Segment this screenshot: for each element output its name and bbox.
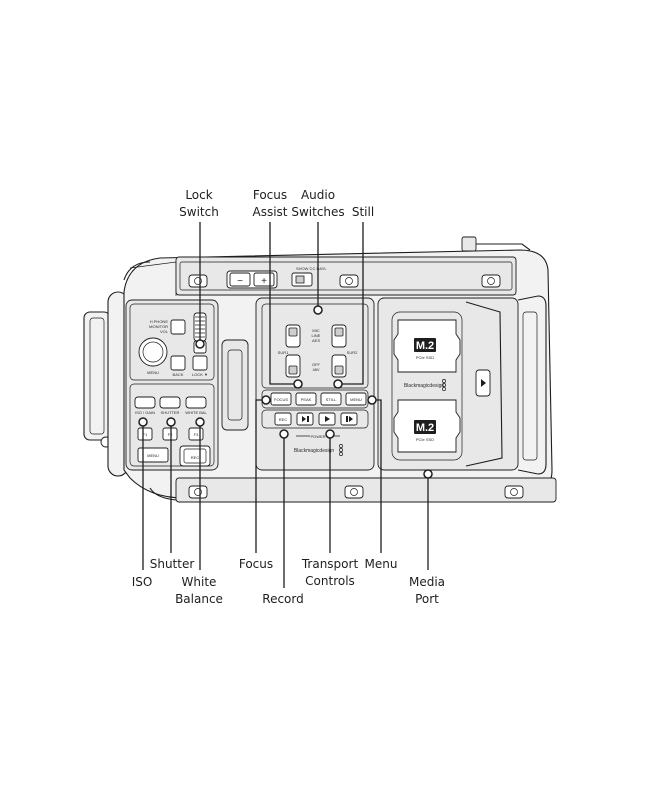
power-label: POWER: [310, 434, 325, 439]
callout-lock-switch-line1: Lock: [185, 188, 213, 202]
callout-focus-assist-line1: Focus: [252, 188, 288, 202]
still-btn-label: STILL: [326, 397, 337, 402]
callout-shutter: Shutter: [150, 556, 195, 573]
rec-btn-label: REC: [279, 417, 288, 422]
callout-leaders: [142, 222, 429, 588]
callout-record: Record: [262, 591, 303, 608]
callout-still-line1: Still: [351, 205, 375, 219]
callout-iso-line1: ISO: [131, 575, 153, 589]
callout-still: Still: [352, 204, 374, 221]
callout-media-port-line2: Port: [415, 592, 439, 606]
48v-label: 48V: [312, 367, 319, 372]
f1-label: F1: [143, 432, 148, 437]
callout-transport-controls: Transport Controls: [302, 556, 358, 590]
media-bay: M.2 PCIe SSD Blackmagicdesign M.2 PCIe S…: [377, 297, 519, 471]
callout-audio-switches: Audio Switches: [291, 187, 344, 221]
hphone-label-3: VOL: [160, 329, 169, 334]
left-control-panel: H PHONE MONITOR VOL MENU BACK LOCK ▼ ISO…: [125, 299, 219, 471]
menu-knob-label: MENU: [147, 370, 159, 375]
camera-body: − + SHOW CC DAYL H PHONE MONITOR: [83, 236, 557, 503]
callout-white-balance-line2: Balance: [175, 592, 223, 606]
lock-label: LOCK ▼: [192, 372, 208, 377]
callout-record-line1: Record: [262, 592, 304, 606]
rec-side-label: REC: [191, 455, 200, 460]
bottom-rail: [149, 477, 557, 503]
callout-focus-assist-line2: Assist: [252, 205, 288, 219]
mic-label: MIC: [312, 328, 319, 333]
pci-bottom-label: PCIe SSD: [416, 437, 434, 442]
callout-focus: Focus: [239, 556, 273, 573]
callout-menu-line1: Menu: [364, 557, 398, 571]
back-label: BACK: [173, 372, 184, 377]
brand-media: Blackmagicdesign: [404, 383, 445, 389]
callout-transport-controls-line2: Controls: [305, 574, 355, 588]
callout-iso: ISO: [132, 574, 153, 591]
callout-transport-controls-line1: Transport: [301, 557, 359, 571]
iso-gain-label: ISO / GAIN: [135, 410, 155, 415]
menu-btn-label: MENU: [350, 397, 362, 402]
menu-lower-label: MENU: [147, 453, 159, 458]
sur1-label: SUR1: [278, 350, 289, 355]
callout-white-balance-line1: White: [181, 575, 217, 589]
hphone-label-2: MONITOR: [149, 324, 168, 329]
white-bal-label: WHITE BAL: [185, 410, 207, 415]
callout-media-port-line1: Media: [408, 575, 446, 589]
line-label: LINE: [312, 333, 321, 338]
callout-focus-assist: Focus Assist: [252, 187, 287, 221]
callout-shutter-line1: Shutter: [149, 557, 195, 571]
plus-label: +: [261, 276, 267, 287]
callout-focus-line1: Focus: [238, 557, 274, 571]
pci-top-label: PCIe SSD: [416, 355, 434, 360]
m2-bottom-label: M.2: [416, 422, 434, 434]
m2-top-label: M.2: [416, 340, 434, 352]
center-control-panel: MIC LINE AES OFF 48V SUR1 SUR2 FOCUS PEA…: [255, 297, 375, 471]
callout-menu: Menu: [365, 556, 398, 573]
focus-btn-label: FOCUS: [274, 397, 288, 402]
top-markings: SHOW CC DAYL: [296, 266, 327, 271]
aes-label: AES: [312, 338, 320, 343]
top-screws: [188, 274, 501, 288]
peak-btn-label: PEAK: [301, 397, 312, 402]
off-label: OFF: [312, 362, 321, 367]
shutter-label: SHUTTER: [161, 410, 180, 415]
hphone-label-1: H PHONE: [150, 319, 169, 324]
callout-audio-switches-line1: Audio: [300, 188, 336, 202]
minus-label: −: [237, 276, 243, 287]
f3-label: F3: [194, 432, 199, 437]
callout-lock-switch: Lock Switch: [179, 187, 219, 221]
callout-lock-switch-line2: Switch: [179, 205, 219, 219]
callout-media-port: Media Port: [409, 574, 445, 608]
callout-white-balance: White Balance: [175, 574, 223, 608]
callout-markers: [138, 305, 433, 479]
sur2-label: SUR2: [347, 350, 358, 355]
brand-center: Blackmagicdesign: [294, 448, 335, 454]
callout-audio-switches-line2: Switches: [291, 205, 345, 219]
